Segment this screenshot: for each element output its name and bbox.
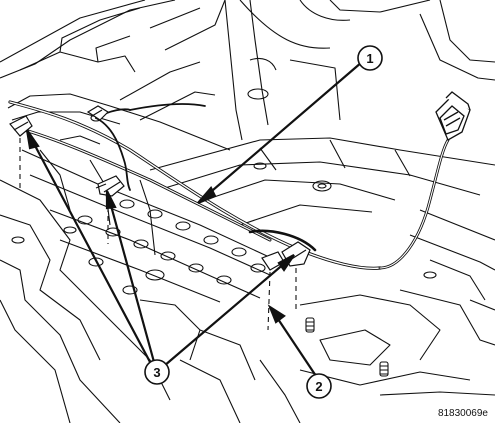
leader-2 [275,315,317,377]
callout-3-label: 3 [153,365,160,380]
callout-2-label: 2 [315,379,322,394]
installation-guide-lines [19,138,297,331]
callout-3: 3 [144,359,170,385]
leader-3c [163,261,287,367]
callout-2: 2 [306,373,332,399]
leader-3a-arrowhead [25,129,40,150]
spring-fasteners [305,317,389,377]
callout-1-label: 1 [366,51,373,66]
leader-3b [108,201,156,363]
leader-1-arrowhead [197,186,217,205]
leader-3c-arrowhead [277,254,295,272]
harness-connector [435,91,471,141]
callout-1: 1 [357,45,383,71]
leader-2-arrowhead [267,304,286,324]
figure-number: 81830069e [438,408,488,419]
harness-plug [86,105,109,121]
leader-1 [205,61,363,197]
leader-3a [31,139,151,363]
leader-3b-arrowhead [105,190,117,210]
callout-leaders [25,61,363,377]
